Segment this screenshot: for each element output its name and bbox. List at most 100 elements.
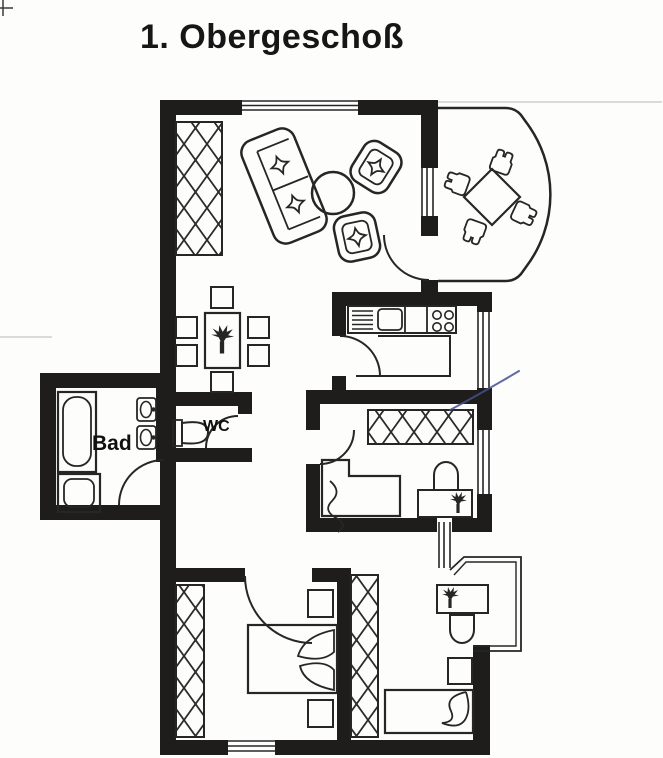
wall-segment [160, 568, 245, 582]
shower [56, 472, 102, 514]
door-swing-arc [205, 415, 239, 449]
door-swing-arc [244, 575, 313, 644]
bed-child [320, 458, 402, 518]
wall-segment [306, 390, 492, 404]
kitchen-island-counter [356, 335, 451, 377]
sofa [240, 127, 328, 245]
balcony-bottom [449, 556, 522, 652]
armchair [349, 139, 403, 195]
balcony-top [438, 106, 552, 283]
balcony-railing [449, 556, 522, 652]
crosshair-registration-mark [0, 0, 13, 16]
wardrobe-hatch [175, 584, 205, 738]
walls [40, 100, 492, 755]
pillow [296, 628, 335, 660]
room-label-wc: WC [203, 418, 230, 435]
window [437, 520, 452, 568]
door-swing-arc [339, 335, 381, 377]
desk-chair [449, 614, 475, 644]
second-bedroom [383, 584, 489, 735]
wall-segment [421, 115, 438, 168]
desk [436, 584, 489, 614]
dining-table [203, 311, 242, 370]
bathroom: Bad [56, 390, 157, 514]
child-room [320, 458, 473, 533]
window [421, 168, 438, 216]
nightstand [307, 699, 334, 728]
balcony-railing [453, 561, 517, 647]
wall-segment [156, 388, 172, 460]
balcony-table [462, 167, 522, 227]
kitchen-sink [377, 308, 403, 331]
door-swing-arc [319, 429, 355, 465]
drainer-icon [352, 310, 373, 330]
doors [118, 234, 430, 644]
toilet [172, 419, 210, 447]
plant-icon [211, 325, 235, 354]
desk [417, 489, 473, 518]
master-bedroom [246, 589, 339, 728]
wall-segment [477, 292, 492, 312]
window [228, 740, 275, 755]
balcony-outline [438, 106, 552, 283]
wall-segment [160, 740, 228, 755]
wall-segment [156, 448, 252, 462]
window [477, 312, 492, 388]
wardrobe-hatch [367, 409, 474, 445]
desk-chair [433, 461, 459, 491]
wall-segment [238, 392, 252, 414]
page-title: 1. Obergeschoß [140, 18, 404, 56]
wall-segment [275, 740, 490, 755]
wall-segment [40, 373, 176, 388]
cooktop-icon [431, 309, 454, 332]
dining-chair [175, 344, 198, 367]
wardrobes [175, 121, 474, 738]
wall-segment [40, 505, 172, 520]
nightstand [307, 589, 334, 618]
dining-chair [210, 286, 234, 309]
blanket-squiggle [327, 480, 344, 533]
balcony-chair [487, 147, 517, 177]
scan-artifacts [0, 0, 662, 338]
wall-segment [473, 645, 490, 755]
dining-chair [247, 344, 270, 367]
kitchen-counter [347, 305, 457, 334]
windows [228, 100, 492, 755]
balcony-chair [442, 168, 472, 198]
bed-single [383, 688, 475, 735]
wall-segment [306, 390, 320, 430]
wall-segment [332, 292, 346, 336]
wall-segment [160, 462, 176, 755]
wardrobe-hatch [350, 574, 379, 738]
dining-chair [247, 316, 270, 339]
wall-segment [160, 100, 176, 462]
wall-segment [306, 518, 437, 532]
washbasin [136, 397, 157, 422]
door-swing-arc [383, 234, 430, 281]
room-label-bad: Bad [92, 432, 132, 455]
door-swing-arc [118, 459, 165, 506]
living-room [240, 127, 403, 263]
nightstand [447, 657, 473, 685]
wall-segment [452, 518, 492, 532]
pillow [298, 662, 335, 692]
wall-segment [306, 464, 320, 532]
balcony-chair [459, 217, 489, 247]
blanket-squiggle [441, 691, 470, 727]
pen-annotation [449, 370, 520, 411]
wall-segment [358, 100, 438, 115]
wall-segment [337, 568, 351, 746]
armchair [332, 211, 382, 263]
plant-icon [450, 492, 467, 513]
window [242, 100, 358, 115]
dining-chair [175, 316, 198, 339]
wc-room: WC [172, 418, 230, 447]
coffee-table [310, 170, 356, 216]
wall-segment [160, 100, 242, 115]
wall-segment [156, 392, 252, 406]
bed-double [246, 623, 339, 695]
kitchen [347, 305, 520, 411]
wardrobe-hatch [175, 121, 223, 256]
dining-chair [210, 371, 234, 393]
